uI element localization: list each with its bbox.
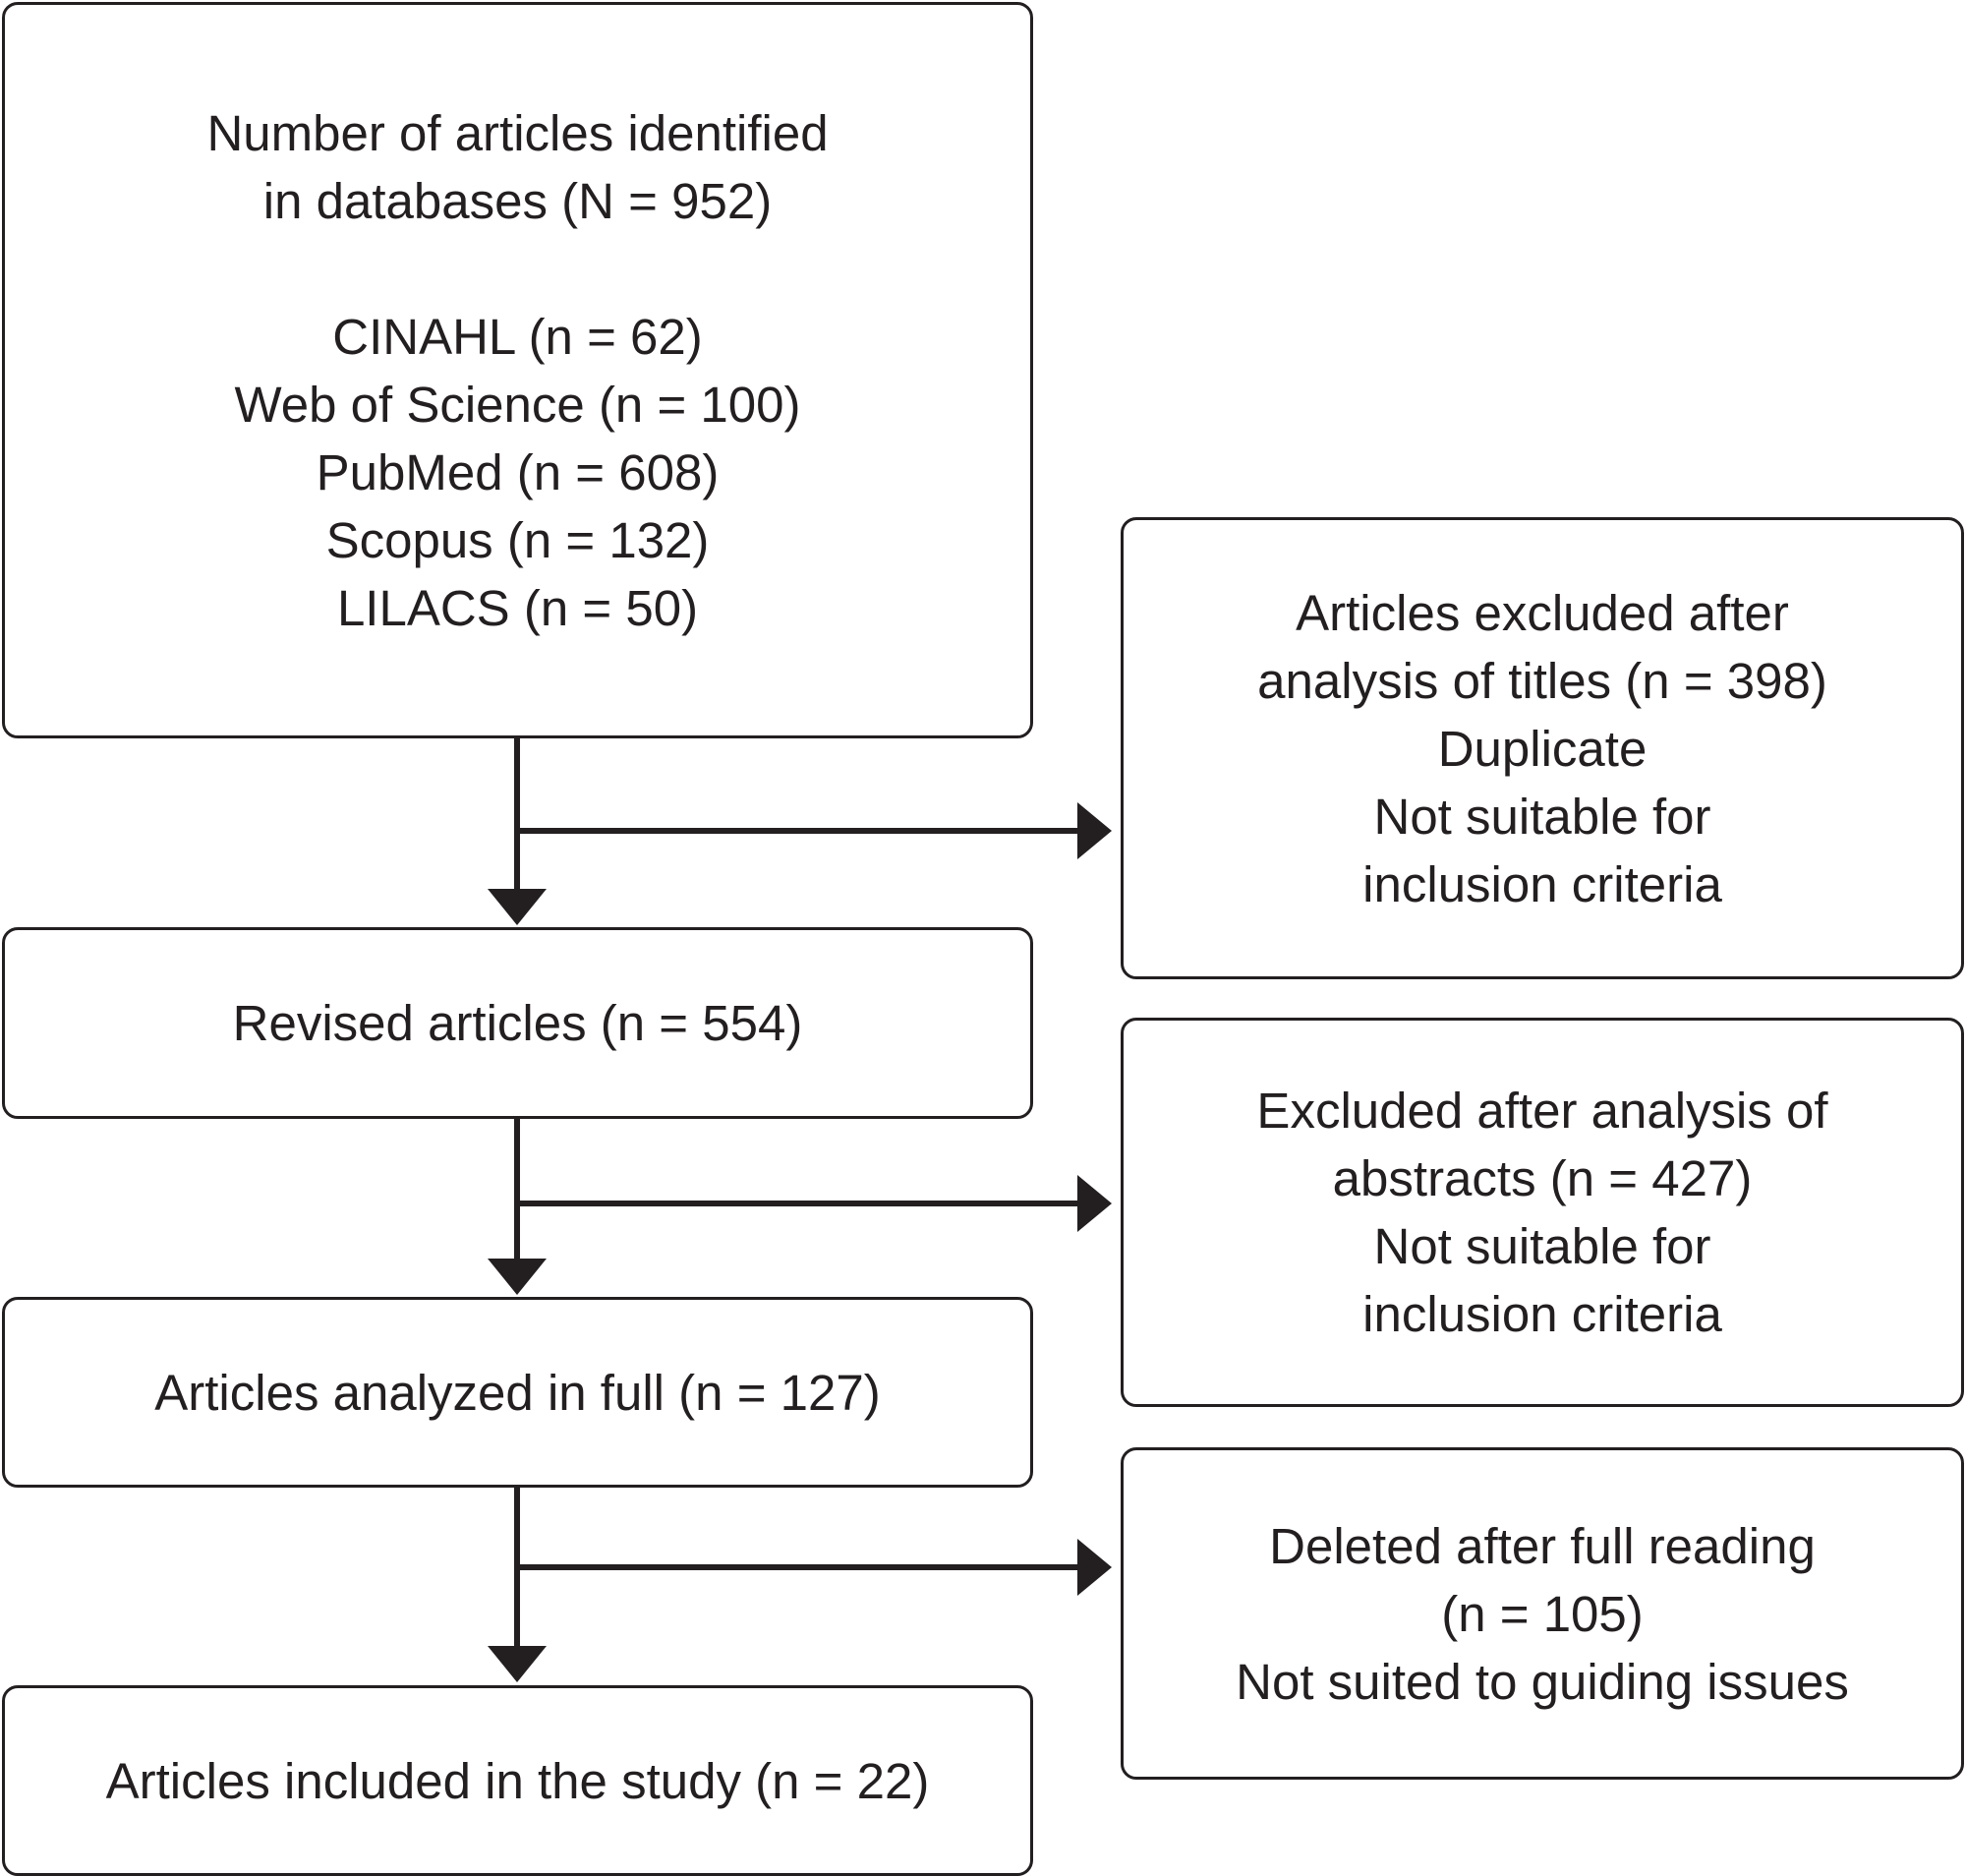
excluded-abstracts-line: abstracts (n = 427): [1332, 1150, 1753, 1206]
excluded-abstracts-line: inclusion criteria: [1362, 1286, 1722, 1342]
deleted-full-reading-box: Deleted after full reading (n = 105) Not…: [1121, 1447, 1964, 1780]
database-count-scopus: Scopus (n = 132): [325, 511, 710, 568]
database-count-pubmed: PubMed (n = 608): [316, 443, 720, 500]
arrowhead-right-titles: [1077, 802, 1112, 859]
arrowhead-down-revised: [488, 889, 547, 925]
excluded-titles-line: Not suitable for: [1373, 788, 1711, 845]
deleted-full-reading-line: (n = 105): [1441, 1585, 1644, 1642]
arrowhead-down-analyzed: [488, 1259, 547, 1295]
analyzed-articles-label: Articles analyzed in full (n = 127): [154, 1364, 881, 1421]
identified-title-line: in databases (N = 952): [262, 172, 773, 229]
included-articles-box: Articles included in the study (n = 22): [2, 1685, 1033, 1876]
revised-articles-box: Revised articles (n = 554): [2, 927, 1033, 1119]
database-count-web-of-science: Web of Science (n = 100): [234, 376, 801, 433]
database-count-lilacs: LILACS (n = 50): [336, 579, 699, 636]
identified-title-line: Number of articles identified: [206, 104, 829, 161]
excluded-titles-line: inclusion criteria: [1362, 855, 1722, 912]
identified-articles-box: Number of articles identified in databas…: [2, 2, 1033, 738]
deleted-full-reading-line: Deleted after full reading: [1269, 1517, 1816, 1574]
analyzed-articles-box: Articles analyzed in full (n = 127): [2, 1297, 1033, 1488]
excluded-titles-box: Articles excluded after analysis of titl…: [1121, 517, 1964, 979]
revised-articles-label: Revised articles (n = 554): [232, 995, 803, 1051]
excluded-titles-line: analysis of titles (n = 398): [1257, 652, 1827, 709]
included-articles-label: Articles included in the study (n = 22): [105, 1752, 930, 1809]
excluded-abstracts-line: Not suitable for: [1373, 1218, 1711, 1274]
excluded-titles-line: Articles excluded after: [1296, 584, 1789, 641]
arrowhead-right-abstracts: [1077, 1175, 1112, 1232]
arrowhead-right-full-reading: [1077, 1539, 1112, 1596]
excluded-titles-line: Duplicate: [1437, 720, 1648, 777]
excluded-abstracts-line: Excluded after analysis of: [1256, 1083, 1828, 1139]
arrowhead-down-included: [488, 1646, 547, 1682]
excluded-abstracts-box: Excluded after analysis of abstracts (n …: [1121, 1018, 1964, 1407]
database-count-cinahl: CINAHL (n = 62): [332, 308, 703, 365]
deleted-full-reading-line: Not suited to guiding issues: [1236, 1653, 1849, 1710]
